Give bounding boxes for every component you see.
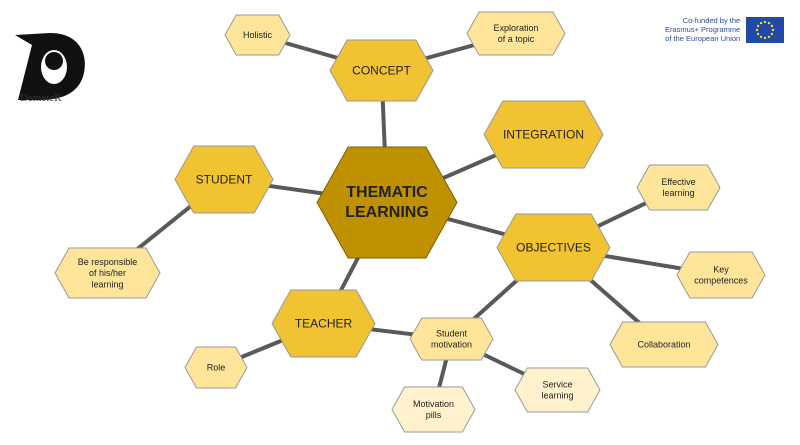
hexagon-shape — [496, 213, 611, 282]
node-label: learning — [91, 279, 123, 289]
node-label: OBJECTIVES — [516, 241, 591, 255]
node-label: Collaboration — [637, 340, 690, 350]
node-label: Motivation — [413, 399, 454, 409]
node-teacher: TEACHER — [271, 289, 376, 358]
node-student: STUDENT — [174, 145, 274, 214]
hexagon-shape — [466, 11, 566, 56]
node-role: Role — [184, 346, 248, 389]
node-label: Holistic — [243, 30, 273, 40]
hexagon-shape — [676, 251, 766, 299]
node-label: STUDENT — [196, 173, 253, 187]
node-label: Key — [713, 264, 729, 274]
node-label: Exploration — [493, 23, 538, 33]
hexagon-shape — [271, 289, 376, 358]
node-integration: INTEGRATION — [483, 100, 604, 169]
node-label: of his/her — [89, 268, 126, 278]
hexagon-shape — [174, 145, 274, 214]
hexagon-shape — [329, 39, 434, 102]
node-label: learning — [541, 391, 573, 401]
node-label: TEACHER — [295, 317, 353, 331]
node-motivation: Student motivation — [409, 317, 494, 361]
node-label: Be responsible — [78, 257, 138, 267]
hexagon-shape — [391, 386, 476, 433]
node-label: Service — [542, 379, 572, 389]
eu-flag-icon — [746, 16, 785, 43]
hexagon-shape — [224, 14, 291, 56]
node-service: Service learning — [514, 367, 601, 413]
node-center: THEMATIC LEARNING — [316, 146, 458, 259]
node-label: Role — [207, 363, 226, 373]
node-label: CONCEPT — [352, 64, 411, 78]
node-label: competences — [694, 276, 748, 286]
hexagon-shape — [316, 146, 458, 259]
node-label: of a topic — [498, 34, 535, 44]
demeter-logo — [10, 25, 90, 105]
node-label: Student — [436, 328, 468, 338]
node-label: learning — [662, 188, 694, 198]
eu-line: Co-funded by the — [682, 16, 741, 25]
node-label: Effective — [661, 177, 695, 187]
hexagon-shape — [184, 346, 248, 389]
node-key: Key competences — [676, 251, 766, 299]
hexagon-shape — [636, 164, 721, 211]
node-label: pills — [426, 410, 442, 420]
eu-line: of the European Union — [665, 34, 741, 43]
node-label: THEMATIC — [346, 184, 428, 201]
eu-cofunded-badge: Co-funded by the Erasmus+ Programme of t… — [665, 16, 785, 43]
logo-text: DemeteR — [20, 92, 62, 104]
node-collaboration: Collaboration — [609, 321, 719, 368]
hexagon-shape — [54, 247, 161, 299]
node-label: motivation — [431, 340, 472, 350]
hexagon-shape — [514, 367, 601, 413]
hexagon-shape — [609, 321, 719, 368]
node-objectives: OBJECTIVES — [496, 213, 611, 282]
hexagon-shape — [483, 100, 604, 169]
hexagon-shape — [409, 317, 494, 361]
node-concept: CONCEPT — [329, 39, 434, 102]
node-holistic: Holistic — [224, 14, 291, 56]
node-label: LEARNING — [345, 204, 429, 221]
eu-line: Erasmus+ Programme — [665, 25, 741, 34]
node-label: INTEGRATION — [503, 128, 584, 142]
